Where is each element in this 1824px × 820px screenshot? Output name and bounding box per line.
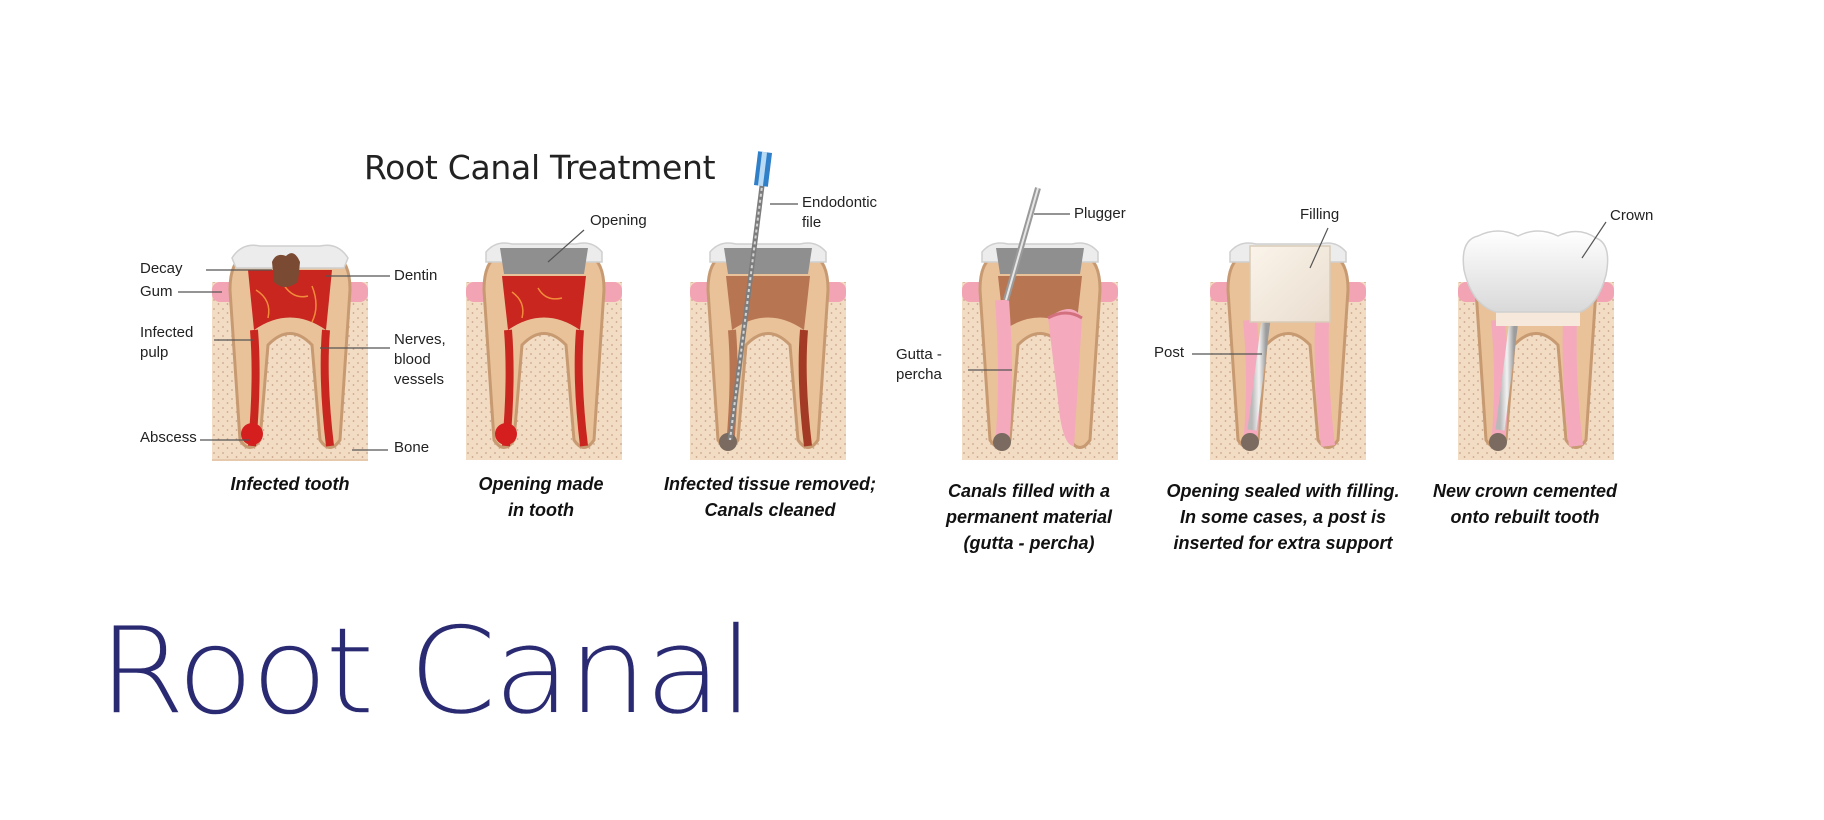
caption-line: Infected tissue removed; (663, 474, 877, 494)
tooth-filled (962, 187, 1118, 460)
caption-line: Canals filled with a (947, 481, 1111, 501)
label-post: Post (1154, 344, 1185, 361)
caption-line: In some cases, a post is (1179, 507, 1387, 527)
label-abscess: Abscess (140, 429, 197, 446)
caption-line: Canals cleaned (704, 500, 836, 520)
caption-line: Opening sealed with filling. (1166, 481, 1400, 501)
footer-heading: Root Canal (98, 601, 754, 742)
tooth-opening (466, 242, 622, 460)
caption-line: inserted for extra support (1173, 533, 1393, 553)
label-bone: Bone (394, 439, 430, 456)
label-gutta-percha-2: percha (896, 366, 942, 383)
label-gum: Gum (140, 283, 173, 300)
caption-step-2: Opening made in tooth (456, 471, 626, 523)
caption-line: (gutta - percha) (963, 533, 1095, 553)
label-infected-pulp-2: pulp (140, 344, 169, 361)
label-gutta-percha-1: Gutta - (896, 346, 942, 363)
caption-line: Opening made (478, 474, 604, 494)
label-endodontic-file-2: file (802, 214, 822, 231)
label-plugger: Plugger (1074, 205, 1126, 222)
label-nerves-2: blood (394, 351, 431, 368)
label-endodontic-file-1: Endodontic (802, 194, 878, 211)
label-nerves-1: Nerves, (394, 331, 446, 348)
label-nerves-3: vessels (394, 371, 445, 388)
tooth-crowned (1458, 230, 1614, 460)
caption-step-1: Infected tooth (205, 471, 375, 497)
label-opening: Opening (590, 212, 647, 229)
leader-lines (178, 203, 1607, 451)
caption-step-3: Infected tissue removed; Canals cleaned (650, 471, 890, 523)
caption-line: permanent material (945, 507, 1113, 527)
caption-line: New crown cemented (1432, 481, 1618, 501)
diagram-title: Root Canal Treatment (364, 148, 716, 187)
label-decay: Decay (140, 260, 183, 277)
caption-line: onto rebuilt tooth (1450, 507, 1600, 527)
caption-step-4: Canals filled with a permanent material … (924, 478, 1134, 556)
label-crown: Crown (1610, 207, 1654, 224)
tooth-cleaned (690, 151, 846, 460)
caption-step-6: New crown cemented onto rebuilt tooth (1420, 478, 1630, 530)
label-dentin: Dentin (394, 267, 438, 284)
caption-line: Infected tooth (230, 474, 350, 494)
label-filling: Filling (1300, 206, 1340, 223)
caption-line: in tooth (508, 500, 574, 520)
tooth-sealed (1210, 242, 1366, 460)
label-infected-pulp-1: Infected (140, 324, 194, 341)
caption-step-5: Opening sealed with filling. In some cas… (1154, 478, 1412, 556)
tooth-infected (212, 244, 368, 461)
